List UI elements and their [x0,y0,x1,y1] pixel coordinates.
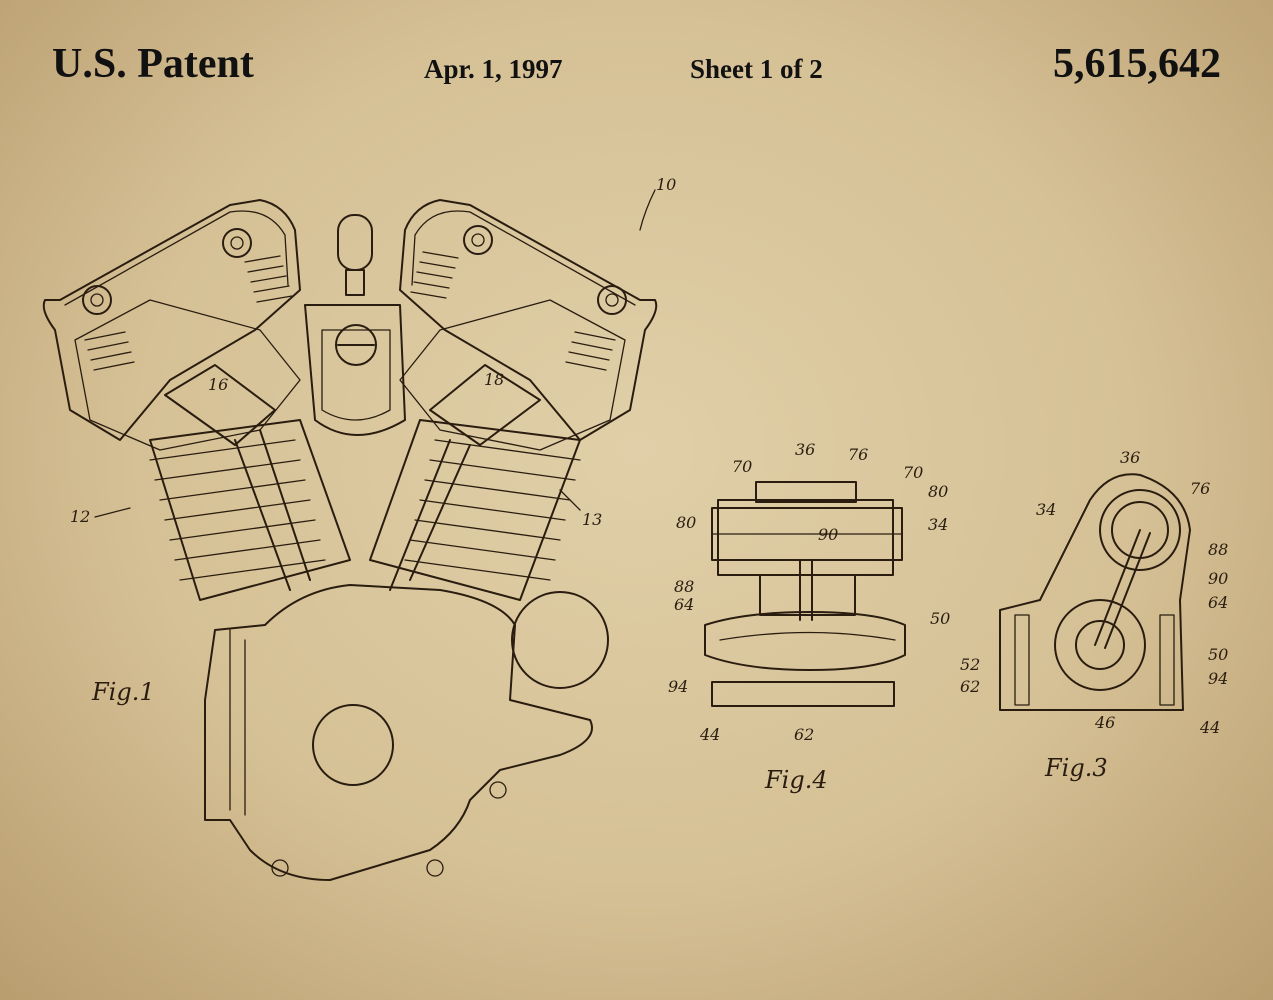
ref-94: 94 [668,677,688,696]
ref-76: 76 [848,445,868,464]
patent-date: Apr. 1, 1997 [424,54,563,84]
ref-12: 12 [70,507,90,526]
figure-3-label: Fig.3 [1044,754,1108,782]
ref-80a: 80 [676,513,696,532]
ref-52-fig3: 52 [960,655,980,674]
ref-44-fig3: 44 [1199,718,1220,737]
ref-34: 34 [928,515,948,534]
ref-44: 44 [699,725,720,744]
figure-1-engine: 10 12 13 16 18 Fig.1 [42,175,676,881]
ref-50-fig3: 50 [1208,645,1228,664]
ref-90-fig3: 90 [1208,569,1228,588]
ref-76-fig3: 76 [1190,479,1210,498]
ref-34-fig3: 34 [1036,500,1056,519]
ref-64: 64 [674,595,694,614]
ref-88: 88 [674,577,694,596]
ref-13: 13 [582,510,602,529]
ref-64-fig3: 64 [1208,593,1228,612]
sheet-number: Sheet 1 of 2 [690,54,823,84]
ref-62: 62 [794,725,814,744]
ref-70b: 70 [903,463,923,482]
ref-36-fig3: 36 [1120,448,1140,467]
patent-number: 5,615,642 [1053,41,1221,87]
ref-46-fig3: 46 [1094,713,1115,732]
patent-label: U.S. Patent [52,41,254,87]
ref-94-fig3: 94 [1208,669,1228,688]
ref-10: 10 [656,175,676,194]
figure-3-section: 36 34 76 88 90 64 52 62 50 94 46 44 Fig.… [960,448,1228,782]
ref-88-fig3: 88 [1208,540,1228,559]
ref-90: 90 [818,525,838,544]
ref-18: 18 [484,370,504,389]
ref-36: 36 [795,440,815,459]
ref-70a: 70 [732,457,752,476]
ref-62-fig3: 62 [960,677,980,696]
ref-16: 16 [208,375,228,394]
figure-4-label: Fig.4 [764,766,828,794]
figure-4-section: 70 36 76 70 80 80 34 90 88 64 50 94 44 6… [668,440,950,794]
ref-50: 50 [930,609,950,628]
ref-80b: 80 [928,482,948,501]
figure-1-label: Fig.1 [91,678,155,706]
